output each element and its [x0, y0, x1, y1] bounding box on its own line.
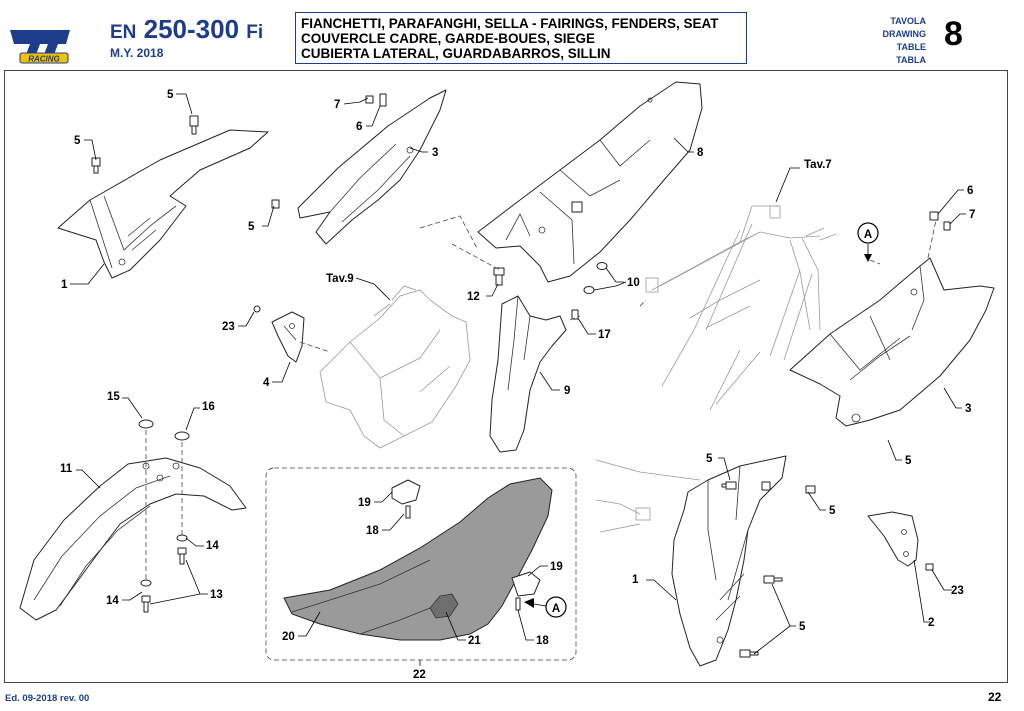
callout-c25: 14: [206, 540, 219, 552]
callout-c38: 1: [632, 574, 639, 586]
nut-part-10: [583, 262, 608, 294]
screw-part-12: [493, 267, 505, 286]
logo-sub-text: RACING: [28, 55, 60, 64]
seat-group-box: [265, 467, 577, 661]
callout-c28: 19: [358, 497, 371, 509]
table-word-drawing: DRAWING: [882, 29, 927, 39]
callout-c27: 13: [210, 589, 223, 601]
callout-c31: A: [552, 603, 560, 615]
callout-c33: 21: [468, 635, 481, 647]
callout-c11: 7: [969, 209, 975, 221]
part-3-rear-side-cover-left: [271, 89, 447, 245]
part-8-rear-fender: [477, 81, 703, 283]
part-1-right-side-cover: [671, 455, 787, 667]
screws-parts-13-14: [140, 534, 188, 613]
callout-circle-a-top: [857, 222, 879, 244]
callout-c9: Tav.7: [804, 159, 832, 171]
table-word-table: TABLE: [896, 42, 926, 52]
part-4-bracket-left: [253, 305, 305, 363]
page-number: 22: [988, 690, 1002, 704]
callout-c35: 22: [413, 669, 426, 681]
frame-clamp-reference: [635, 507, 651, 521]
callout-c15: Tav.9: [326, 273, 354, 285]
callout-c26: 14: [106, 595, 119, 607]
callout-circle-a-seat: [545, 596, 567, 618]
callout-c4: 7: [334, 99, 340, 111]
callout-c32: 20: [282, 631, 295, 643]
callout-c14: 10: [627, 277, 640, 289]
diagram-frame: [4, 70, 1008, 683]
callout-c5: 6: [356, 121, 362, 133]
callout-c22: 15: [107, 391, 120, 403]
callout-c23: 16: [202, 401, 215, 413]
fender-assembly-lines: [145, 430, 183, 580]
model-year: M.Y. 2018: [110, 46, 164, 60]
part-3-rear-side-cover-right: [789, 211, 995, 427]
callout-c41: 23: [951, 585, 964, 597]
table-number: 8: [944, 15, 963, 53]
callout-c3: 1: [61, 279, 68, 291]
callout-c24: 11: [60, 463, 73, 475]
callout-leaders: [70, 93, 966, 666]
callout-c12: A: [864, 229, 872, 241]
table-word-tabla: TABLA: [896, 55, 926, 65]
part-2-bracket-right: [867, 511, 934, 571]
part-1-left-side-cover: [57, 129, 269, 279]
part-20-seat: [283, 477, 553, 641]
callout-c8: 8: [697, 147, 704, 159]
callout-c7: 5: [248, 221, 255, 233]
assembly-lines: [299, 215, 937, 353]
airbox-reference: [319, 285, 471, 449]
edition-label: Ed. 09-2018 rev. 00: [5, 693, 90, 704]
washer-parts-15-16: [138, 419, 190, 441]
callout-c13: 12: [467, 291, 480, 303]
tm-racing-logo: RACING: [10, 30, 70, 64]
model-number: 250-300: [143, 14, 240, 44]
part-11-front-fender: [19, 457, 247, 621]
callout-c1: 5: [167, 89, 174, 101]
table-label: TAVOLA DRAWING TABLE TABLA: [868, 15, 927, 67]
screw-part-5-b: [91, 157, 101, 174]
callout-c20: 3: [965, 403, 971, 415]
model-title: EN 250-300 Fi: [110, 14, 263, 48]
callout-c16: 23: [222, 321, 235, 333]
callout-c37: 5: [829, 505, 836, 517]
callout-c18: 17: [598, 329, 611, 341]
callout-c36: 5: [706, 453, 713, 465]
title-line-spanish: CUBIERTA LATERAL, GUARDABARROS, SILLIN: [301, 46, 611, 61]
callout-c21: 5: [905, 455, 912, 467]
arrow-a-seat: [524, 598, 534, 608]
rear-subframe-reference: [645, 205, 837, 411]
callout-c29: 18: [366, 525, 379, 537]
model-prefix: EN: [110, 22, 137, 43]
callout-c10: 6: [967, 185, 973, 197]
screw-part-5-a: [189, 115, 199, 135]
title-line-italian-english: FIANCHETTI, PARAFANGHI, SELLA - FAIRINGS…: [301, 16, 719, 31]
table-word-tavola: TAVOLA: [890, 16, 926, 26]
title-line-french: COUVERCLE CADRE, GARDE-BOUES, SIEGE: [301, 31, 596, 46]
callout-c2: 5: [74, 135, 81, 147]
callout-c19: 9: [564, 385, 570, 397]
callout-c40: 2: [928, 617, 934, 629]
callout-c34: 18: [536, 635, 549, 647]
callout-c6: 3: [432, 147, 438, 159]
callout-labels: 5 5 1 7 6 3 5 8 Tav.7 6 7 A 12 10 Tav.9 …: [60, 89, 975, 681]
callout-c39: 5: [799, 621, 806, 633]
frame-reference-bottom: [595, 459, 701, 533]
drawing-title-box: FIANCHETTI, PARAFANGHI, SELLA - FAIRINGS…: [295, 12, 747, 64]
part-9-rear-inner-mudguard: [489, 295, 579, 453]
model-suffix: Fi: [246, 22, 264, 43]
callout-c17: 4: [263, 377, 270, 389]
part-19-seat-bracket-front: [391, 479, 421, 519]
callout-c30: 19: [550, 561, 563, 573]
arrow-a-top: [864, 254, 872, 262]
part-19-seat-bracket-rear: [511, 571, 541, 611]
